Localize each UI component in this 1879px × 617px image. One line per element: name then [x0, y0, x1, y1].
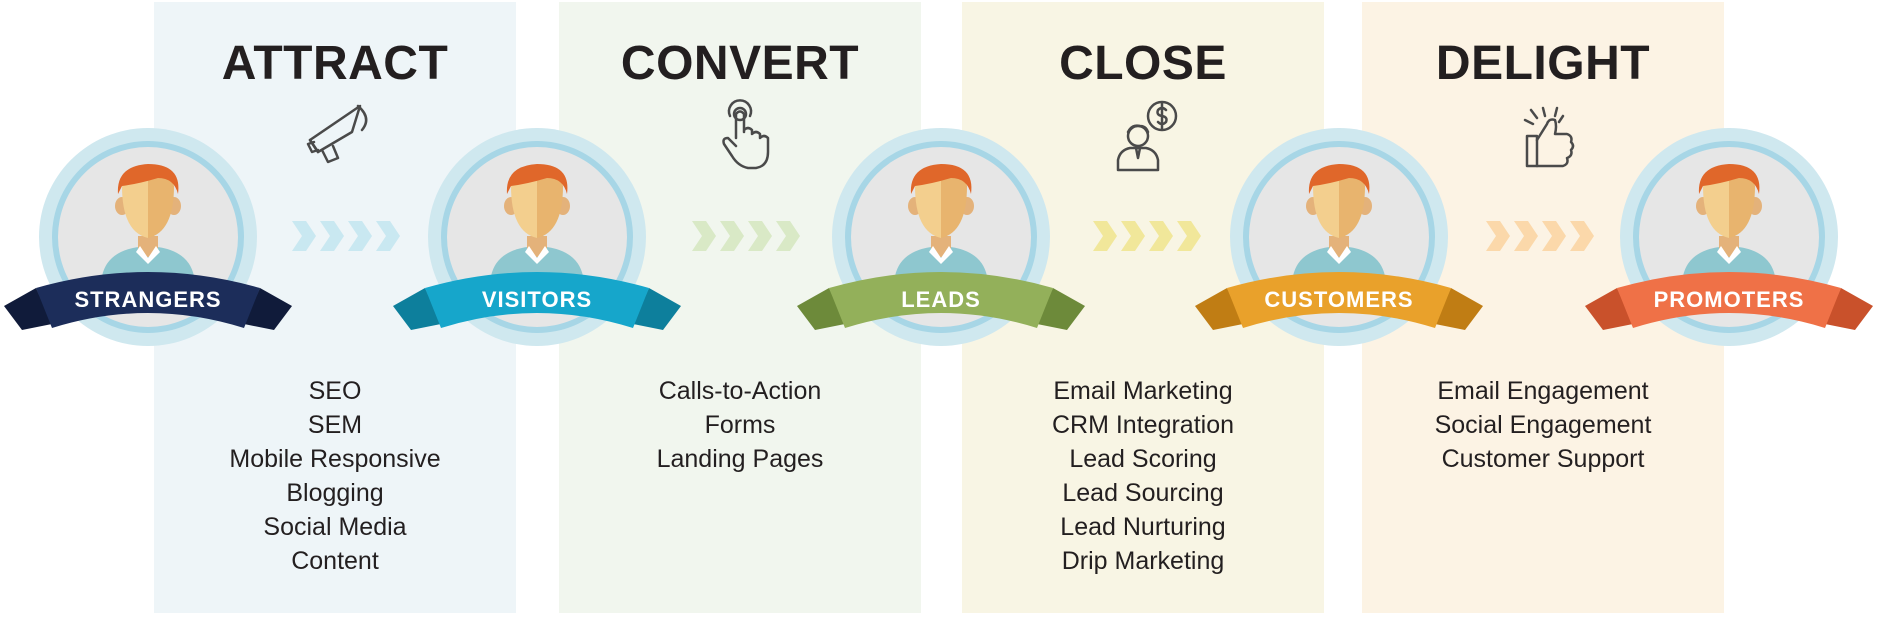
- list-item: Content: [291, 547, 379, 575]
- persona-visitors: VISITORS: [387, 128, 687, 358]
- badge-label-customers: CUSTOMERS: [1264, 287, 1414, 312]
- list-item: Social Media: [263, 513, 407, 541]
- stage-title-attract: ATTRACT: [221, 37, 449, 90]
- badge-label-visitors: VISITORS: [481, 287, 593, 312]
- badge-label-leads: LEADS: [901, 287, 981, 312]
- list-item: Lead Sourcing: [1062, 479, 1224, 507]
- list-item: Calls-to-Action: [658, 377, 822, 405]
- list-item: Email Marketing: [1053, 377, 1233, 405]
- list-item: Forms: [704, 411, 776, 439]
- list-item: Lead Nurturing: [1060, 513, 1226, 541]
- chevron-arrows-4: [1486, 221, 1594, 251]
- stage-title-convert: CONVERT: [620, 37, 860, 90]
- persona-badge: [797, 128, 1085, 346]
- badge-label-promoters: PROMOTERS: [1653, 287, 1805, 312]
- stage-items-delight: Email Engagement Social Engagement Custo…: [1362, 374, 1724, 476]
- chevron-arrows-3: [1093, 221, 1201, 251]
- chevron-arrow-icon: [292, 221, 400, 251]
- list-item: Customer Support: [1441, 445, 1645, 473]
- persona-promoters: PROMOTERS: [1579, 128, 1879, 358]
- chevron-arrow-icon: [692, 221, 800, 251]
- persona-badge: [1195, 128, 1483, 346]
- megaphone-icon: [306, 104, 368, 164]
- persona-leads: LEADS: [791, 128, 1091, 358]
- chevron-arrow-icon: [1486, 221, 1594, 251]
- list-item: Mobile Responsive: [229, 445, 441, 473]
- persona-badge: [4, 128, 292, 346]
- list-item: Lead Scoring: [1069, 445, 1217, 473]
- list-item: Blogging: [286, 479, 384, 507]
- persona-strangers: STRANGERS: [0, 128, 298, 358]
- list-item: Email Engagement: [1437, 377, 1649, 405]
- chevron-arrows-1: [292, 221, 400, 251]
- list-item: Drip Marketing: [1061, 547, 1225, 575]
- chevron-arrow-icon: [1093, 221, 1201, 251]
- badge-label-strangers: STRANGERS: [74, 287, 222, 312]
- stage-title-close: CLOSE: [1059, 37, 1227, 90]
- persona-badge: [393, 128, 681, 346]
- pointer-hand-icon: [722, 99, 770, 170]
- stage-items-convert: Calls-to-Action Forms Landing Pages: [559, 374, 921, 476]
- stage-title-delight: DELIGHT: [1435, 37, 1651, 90]
- persona-badge: [1585, 128, 1873, 346]
- list-item: SEO: [308, 377, 362, 405]
- persona-customers: CUSTOMERS: [1189, 128, 1489, 358]
- thumbs-up-icon: [1523, 106, 1575, 168]
- list-item: SEM: [307, 411, 363, 439]
- stage-items-attract: SEO SEM Mobile Responsive Blogging Socia…: [154, 374, 516, 578]
- chevron-arrows-2: [692, 221, 800, 251]
- list-item: Social Engagement: [1434, 411, 1652, 439]
- stage-items-close: Email Marketing CRM Integration Lead Sco…: [962, 374, 1324, 578]
- list-item: Landing Pages: [656, 445, 824, 473]
- salesperson-dollar-icon: [1116, 100, 1178, 172]
- list-item: CRM Integration: [1051, 411, 1235, 439]
